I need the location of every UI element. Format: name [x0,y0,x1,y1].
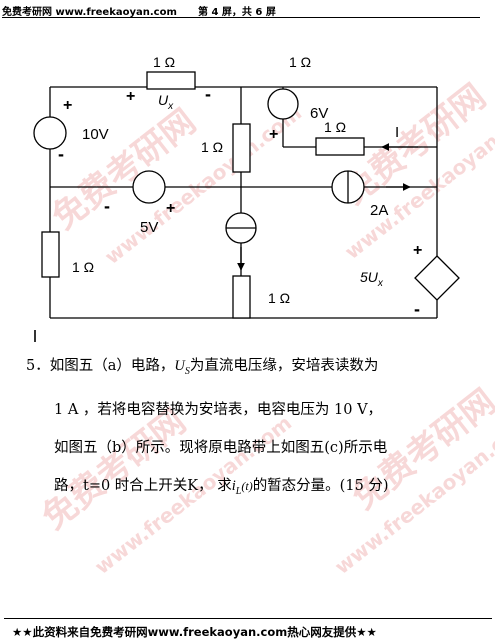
problem-l4-symbol: i [231,477,236,494]
header-site: 免费考研网 www.freekaoyan.com [2,7,177,18]
label-ux: Ux [158,92,174,112]
problem-l1-sub: S [184,365,190,377]
label-i: I [395,124,399,141]
header-page-indicator: 第 4 屏，共 6 屏 [198,7,276,18]
label-ux-sub: x [167,101,174,112]
problem-text: 5．如图五（a）电路，US为直流电压缘，安培表读数为 1 A ，若将电容替换为安… [26,347,476,511]
label-2a: 2A [370,202,388,219]
header-divider [2,17,480,18]
footer-text: ★★此资料来自免费考研网www.freekaoyan.com热心网友提供★★ [12,625,377,639]
problem-l1-pre: 5．如图五（a）电路， [26,358,175,374]
voltage-source-6v [267,88,299,120]
label-ux-plus: + [126,88,135,105]
label-r-bottom: 1 Ω [268,290,290,306]
label-6v-plus: + [269,126,278,143]
problem-l1-post: 为直流电压缘，安培表读数为 [189,358,379,374]
problem-line-2: 1 A ，若将电容替换为安培表，电容电压为 10 V， [54,401,383,418]
label-r-middle: 1 Ω [201,139,223,155]
problem-l1-symbol: U [174,358,185,374]
problem-l4-pre: 路，t=0 时合上开关K， 求 [54,477,232,494]
page-footer: ★★此资料来自免费考研网www.freekaoyan.com热心网友提供★★ [4,618,492,641]
label-6v: 6V [310,105,328,122]
label-ux-main: U [158,92,169,108]
label-r-top-right: 1 Ω [289,54,311,70]
problem-l4-arg: (t) [241,478,253,493]
page-header: 免费考研网 www.freekaoyan.com 第 4 屏，共 6 屏 [2,2,482,18]
label-5v: 5V [140,219,158,236]
label-10v-minus: - [58,144,64,164]
resistor-middle [232,123,251,173]
resistor-right [315,137,365,156]
voltage-source-10v [33,116,67,150]
resistor-top [146,71,196,90]
resistor-bottom [232,275,251,319]
problem-line-3: 如图五（b）所示。现将原电路带上如图五(c)所示电 [54,439,388,456]
label-dep-minus: - [414,299,420,319]
label-r-right: 1 Ω [324,119,346,135]
label-ux-minus: - [205,84,211,104]
label-r-top: 1 Ω [153,54,175,70]
label-r-left: 1 Ω [72,259,94,275]
dependent-voltage-source [414,255,460,301]
problem-line-4: 路，t=0 时合上开关K， 求iL(t)的暂态分量。(15 分) [26,467,476,511]
resistor-left [41,231,60,278]
problem-l4-sub: L [235,485,242,497]
label-dep-plus: + [413,242,422,259]
problem-l4-post: 的暂态分量。(15 分) [252,477,389,494]
label-5v-plus: + [166,200,175,217]
label-dep: 5Ux [360,269,384,289]
problem-line-1: 5．如图五（a）电路，US为直流电压缘，安培表读数为 [26,347,476,391]
circuit-diagram: 1 Ω + Ux - 1 Ω + 10V - 1 Ω 6V + 1 Ω I - … [33,54,460,342]
label-dep-main: 5U [360,269,379,285]
label-5v-minus: - [104,196,110,216]
voltage-source-5v [132,170,166,204]
label-dep-sub: x [377,278,384,289]
label-10v-plus: + [63,97,72,114]
label-10v: 10V [82,126,109,143]
